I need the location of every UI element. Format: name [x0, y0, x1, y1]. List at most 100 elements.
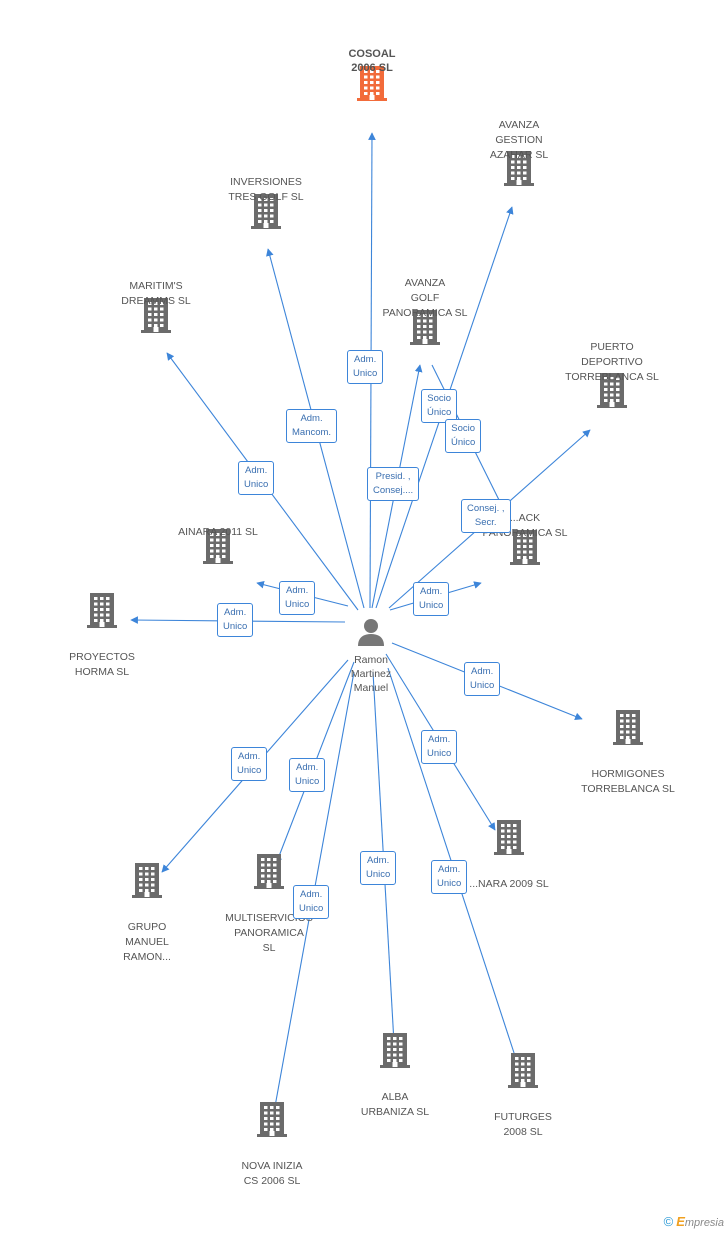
edge-role-label-line: Unico: [285, 599, 310, 610]
company-name-line: TORREBLANCA SL: [581, 783, 675, 795]
company-name-line: HORMA SL: [74, 666, 130, 678]
edge-role-label-line: Adm.: [245, 465, 268, 476]
company-building-icon[interactable]: [139, 295, 173, 335]
company-name-line: AVANZA: [498, 119, 540, 131]
company-name-nova[interactable]: NOVA INIZIA CS 2006 SL: [202, 1159, 342, 1189]
company-name-proyectos[interactable]: PROYECTOS HORMA SL: [32, 650, 172, 680]
edge-role-label[interactable]: Adm.Unico: [413, 582, 450, 616]
edge-role-label-line: Unico: [470, 680, 495, 691]
company-building-icon[interactable]: [355, 63, 389, 103]
company-name-line: ...NARA 2009 SL: [469, 878, 549, 890]
edge-role-label[interactable]: Presid. , Consej....: [367, 467, 420, 501]
edge-role-label[interactable]: Adm.Unico: [231, 747, 268, 781]
company-building-icon[interactable]: [378, 1030, 412, 1070]
company-name-line: AVANZA: [404, 277, 446, 289]
person-name-line: Martinez: [350, 668, 392, 680]
edge-role-label-line: Socio: [427, 393, 452, 404]
edge-role-label[interactable]: Adm.Unico: [431, 860, 468, 894]
company-name-line: ...ACK: [509, 512, 541, 524]
company-name-line: NOVA INIZIA: [241, 1160, 303, 1172]
company-name-line: HORMIGONES: [591, 768, 665, 780]
person-name-line: Ramon: [354, 654, 388, 666]
edge-role-label-line: Consej....: [373, 485, 414, 496]
edge-role-label[interactable]: Adm. Unico: [279, 581, 316, 615]
edge-role-label-line: Unico: [295, 776, 320, 787]
edge-role-label-line: Adm.: [367, 855, 390, 866]
footer-credit: ©Empresia: [664, 1214, 724, 1229]
company-name-line: AINARA 2011 SL: [178, 526, 258, 538]
company-name-line: PROYECTOS: [69, 651, 135, 663]
company-building-icon[interactable]: [492, 817, 526, 857]
company-name-line: ALBA: [381, 1091, 409, 1103]
company-building-icon[interactable]: [255, 1099, 289, 1139]
edge-role-label[interactable]: Consej. ,Secr.: [461, 499, 511, 533]
edge-role-label[interactable]: Adm.Mancom.: [286, 409, 338, 443]
edge-role-label-line: Unico: [244, 479, 269, 490]
company-name-futurges[interactable]: FUTURGES 2008 SL: [453, 1110, 593, 1140]
company-building-icon[interactable]: [502, 148, 536, 188]
company-building-icon[interactable]: [611, 707, 645, 747]
company-building-icon[interactable]: [508, 527, 542, 567]
company-name-line: MARITIM'S: [129, 280, 183, 292]
company-name-line: 2008 SL: [503, 1126, 543, 1138]
edge-role-label-line: Unico: [437, 878, 462, 889]
brand-name[interactable]: mpresia: [684, 1217, 724, 1229]
edge-role-label-line: Presid. ,: [375, 471, 411, 482]
company-name-line: TRES GOLF SL: [228, 191, 304, 203]
company-building-icon[interactable]: [249, 191, 283, 231]
edge-role-label-line: Adm.: [286, 585, 309, 596]
company-name-line: PUERTO: [590, 341, 634, 353]
company-name-line: PANORAMICA: [234, 927, 304, 939]
company-building-icon[interactable]: [595, 370, 629, 410]
edge-role-label-line: Adm.: [354, 354, 377, 365]
company-building-icon[interactable]: [252, 851, 286, 891]
edge-role-label[interactable]: Adm. Unico: [347, 350, 384, 384]
company-building-icon[interactable]: [408, 307, 442, 347]
company-name-line: CS 2006 SL: [243, 1175, 301, 1187]
edge-role-label[interactable]: Adm. Unico: [238, 461, 275, 495]
company-name-hormigones[interactable]: HORMIGONES TORREBLANCA SL: [558, 767, 698, 797]
company-name-ainara2009[interactable]: ...NARA 2009 SL: [439, 877, 579, 892]
company-name-line: DEPORTIVO: [581, 356, 643, 368]
person-name-line: Manuel: [353, 682, 389, 694]
edge-role-label[interactable]: Adm.Unico: [421, 730, 458, 764]
edge-role-label[interactable]: Adm.Unico: [293, 885, 330, 919]
company-name-line: COSOAL: [348, 48, 396, 60]
company-name-line: FUTURGES: [494, 1111, 552, 1123]
brand-initial: E: [676, 1214, 685, 1229]
company-building-icon[interactable]: [506, 1050, 540, 1090]
company-name-line: PANORAMICA SL: [382, 307, 468, 319]
edge-role-label-line: Unico: [353, 368, 378, 379]
company-name-line: RAMON...: [123, 951, 171, 963]
edge-role-label[interactable]: Adm.Unico: [289, 758, 326, 792]
edge-role-label-line: Unico: [237, 765, 262, 776]
edge-role-label-line: Socio: [451, 423, 476, 434]
edge-role-label-line: Unico: [223, 621, 248, 632]
company-name-line: MULTISERVICIOS: [225, 912, 313, 924]
edge-role-label-line: Mancom.: [292, 427, 332, 438]
person-icon[interactable]: [355, 616, 387, 653]
edge-role-label-line: Único: [451, 437, 476, 448]
company-name-ainara2011[interactable]: AINARA 2011 SL: [148, 525, 288, 540]
edge-role-label[interactable]: Adm. Unico: [464, 662, 501, 696]
edge-role-label-line: Adm.: [471, 666, 494, 677]
edge-role-label[interactable]: Adm.Unico: [360, 851, 397, 885]
edge-role-label-line: Unico: [427, 748, 452, 759]
company-building-icon[interactable]: [85, 590, 119, 630]
edge-role-label[interactable]: Adm.Unico: [217, 603, 254, 637]
company-building-icon[interactable]: [130, 860, 164, 900]
company-name-line: GRUPO: [127, 921, 167, 933]
company-building-icon[interactable]: [201, 526, 235, 566]
